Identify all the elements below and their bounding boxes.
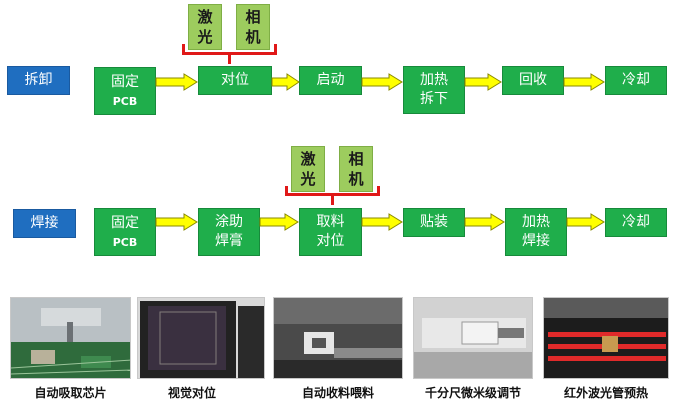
row2-sensor-laser-line1: 激 bbox=[300, 150, 316, 168]
row2-step-mount: 贴装 bbox=[403, 208, 465, 237]
row2-arrow-2 bbox=[259, 213, 299, 231]
row2-sensor-camera-line1: 相 bbox=[348, 150, 364, 168]
row2-step-heat-solder: 加热 焊接 bbox=[505, 208, 567, 256]
row2-step4-line1: 贴装 bbox=[420, 214, 448, 230]
photo2-caption: 视觉对位 bbox=[167, 386, 216, 400]
row1-sensor-laser-line1: 激 bbox=[197, 8, 213, 26]
row2-label-text: 焊接 bbox=[30, 215, 59, 231]
row1-step-heat-remove: 加热 拆下 bbox=[403, 66, 465, 114]
row2-arrow-3 bbox=[361, 213, 403, 231]
row1-step1-line2: PCB bbox=[112, 95, 138, 108]
row1-step-recover: 回收 bbox=[502, 66, 564, 95]
row1-arrow-3 bbox=[361, 73, 403, 91]
row2-sensor-camera: 相 机 bbox=[339, 146, 373, 192]
row1-sensor-laser-line2: 光 bbox=[197, 28, 213, 46]
row2-step2-line1: 涂助 bbox=[215, 214, 243, 230]
micrometer-adjustment-photo bbox=[413, 297, 533, 379]
row2-step3-line2: 对位 bbox=[316, 233, 345, 249]
auto-feeder-photo bbox=[273, 297, 403, 379]
row2-step6-line1: 冷却 bbox=[622, 214, 650, 230]
row1-step-start: 启动 bbox=[299, 66, 362, 95]
row2-step-apply-flux: 涂助 焊膏 bbox=[198, 208, 260, 256]
row1-sensor-camera-line1: 相 bbox=[245, 8, 261, 26]
row2-step1-line1: 固定 bbox=[111, 215, 139, 231]
row1-step-align: 对位 bbox=[198, 66, 272, 95]
row2-label: 焊接 bbox=[13, 209, 76, 238]
row2-sensor-camera-line2: 机 bbox=[348, 170, 364, 188]
row1-sensor-camera: 相 机 bbox=[236, 4, 270, 50]
row1-step4-line2: 拆下 bbox=[420, 91, 448, 107]
row1-step2-line1: 对位 bbox=[221, 72, 249, 88]
row2-step-pick-align: 取料 对位 bbox=[299, 208, 362, 256]
row1-label: 拆卸 bbox=[7, 66, 70, 95]
row2-step5-line2: 焊接 bbox=[522, 233, 550, 249]
row1-sensor-bracket-tick bbox=[228, 54, 231, 64]
row2-arrow-5 bbox=[566, 213, 605, 231]
row1-step6-line1: 冷却 bbox=[622, 72, 650, 88]
row2-step5-line1: 加热 bbox=[522, 214, 550, 230]
row1-step-cool: 冷却 bbox=[605, 66, 667, 95]
row1-sensor-bracket bbox=[182, 44, 277, 55]
row1-sensor-laser: 激 光 bbox=[188, 4, 222, 50]
row2-step2-line2: 焊膏 bbox=[215, 233, 243, 249]
row1-step4-line1: 加热 bbox=[420, 72, 448, 88]
row1-step-fix-pcb: 固定 PCB bbox=[94, 67, 156, 115]
row1-step3-line1: 启动 bbox=[316, 72, 345, 88]
row2-arrow-1 bbox=[155, 213, 198, 231]
row2-sensor-bracket-tick bbox=[331, 195, 334, 205]
row1-arrow-2 bbox=[271, 73, 300, 91]
row2-step-cool: 冷却 bbox=[605, 208, 667, 237]
row2-sensor-laser: 激 光 bbox=[291, 146, 325, 192]
row1-label-text: 拆卸 bbox=[24, 72, 53, 88]
chip-pickup-nozzle-photo bbox=[10, 297, 131, 379]
photo3-caption: 自动收料喂料 bbox=[301, 386, 374, 400]
row1-arrow-4 bbox=[464, 73, 502, 91]
photo1-caption: 自动吸取芯片 bbox=[34, 386, 107, 400]
row2-step1-line2: PCB bbox=[112, 236, 138, 249]
row1-step5-line1: 回收 bbox=[519, 72, 547, 88]
row2-sensor-laser-line2: 光 bbox=[300, 170, 316, 188]
vision-alignment-monitor-photo bbox=[137, 297, 265, 379]
row2-arrow-4 bbox=[464, 213, 505, 231]
row1-step1-line1: 固定 bbox=[111, 74, 139, 90]
row2-step3-line1: 取料 bbox=[316, 214, 345, 230]
row1-arrow-5 bbox=[563, 73, 605, 91]
row1-sensor-camera-line2: 机 bbox=[245, 28, 261, 46]
row2-step-fix-pcb: 固定 PCB bbox=[94, 208, 156, 256]
row1-arrow-1 bbox=[155, 73, 198, 91]
infrared-preheater-photo bbox=[543, 297, 669, 379]
row2-sensor-bracket bbox=[285, 186, 380, 196]
photo5-caption: 红外波光管预热 bbox=[563, 386, 648, 400]
photo4-caption: 千分尺微米级调节 bbox=[424, 386, 521, 400]
